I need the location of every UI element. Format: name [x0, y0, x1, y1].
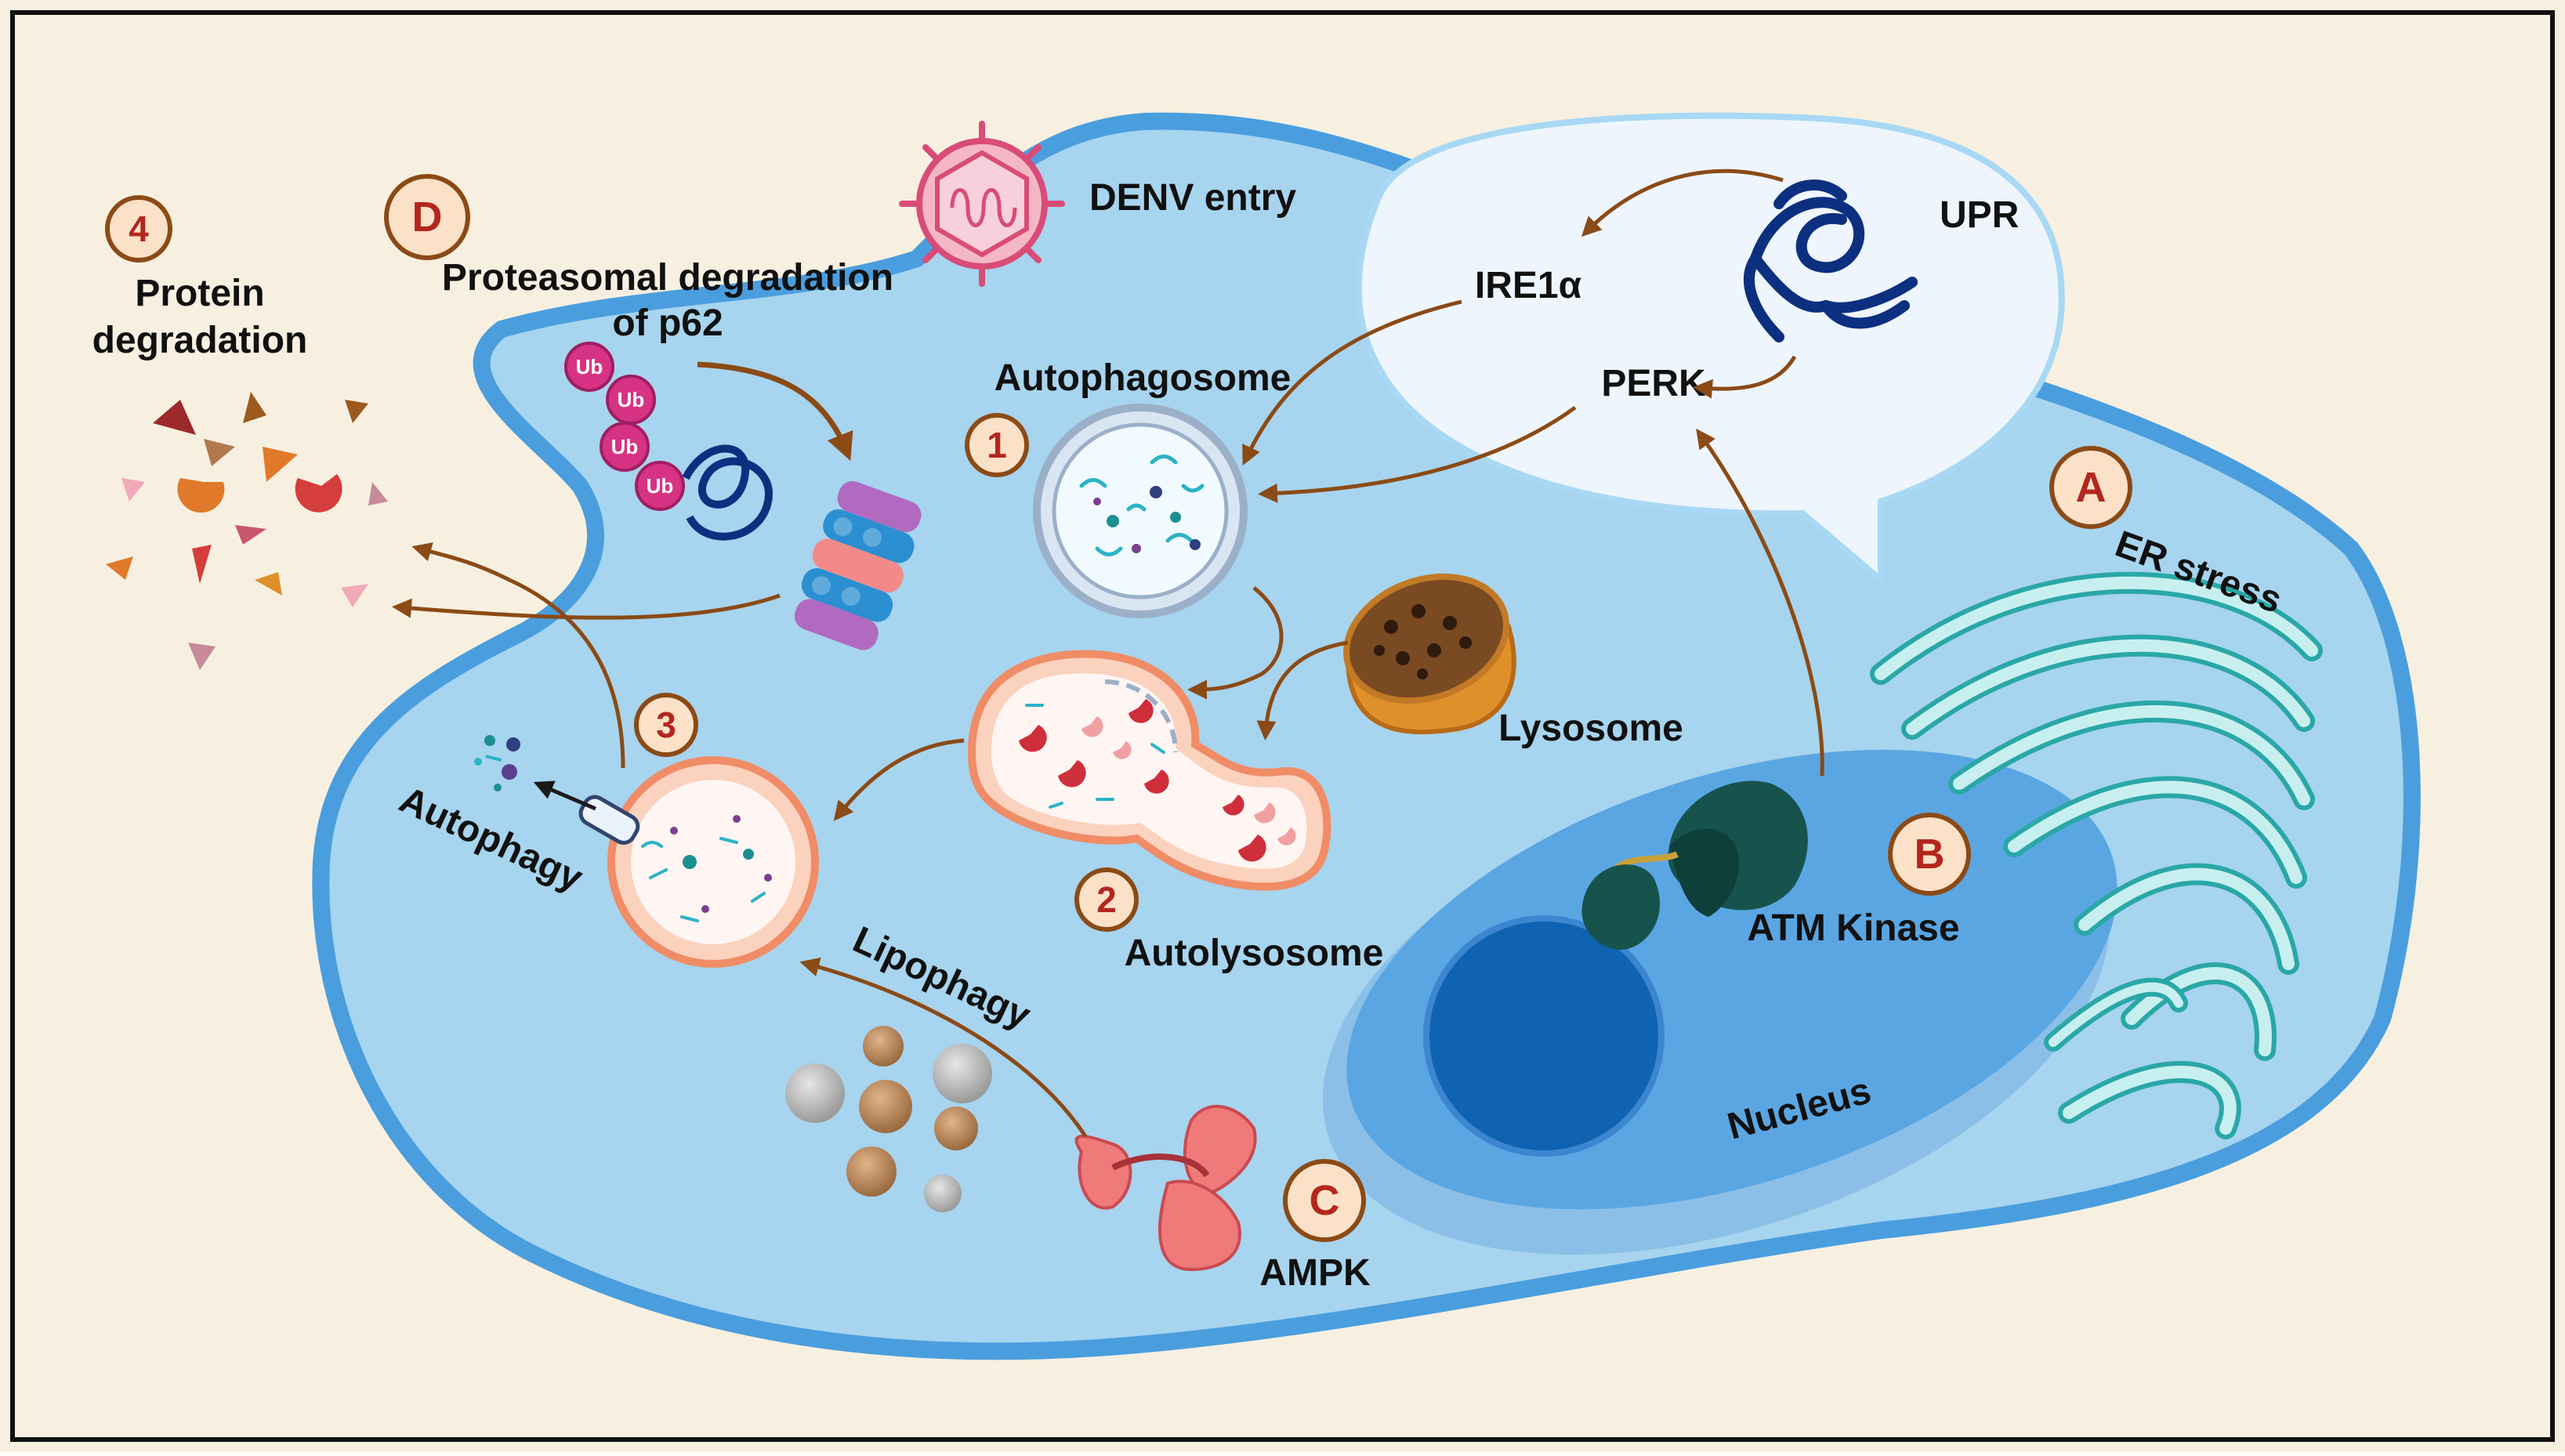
lipid-droplets [785, 1026, 992, 1212]
upr-label: UPR [1940, 194, 2019, 236]
svg-text:B: B [1915, 831, 1945, 878]
svg-text:2: 2 [1096, 879, 1117, 920]
nucleolus [1423, 915, 1665, 1157]
svg-text:1: 1 [987, 425, 1007, 465]
perk-label: PERK [1601, 363, 1706, 404]
released-molecules [474, 735, 520, 791]
denv-virus-icon [899, 121, 1065, 287]
pathway-arrows [392, 168, 1824, 1138]
badge-a: A [2049, 446, 2132, 529]
proteasomal-label-line1: Proteasomal degradation [442, 257, 893, 299]
ub-label-1: Ub [576, 355, 603, 378]
ampk-label: AMPK [1259, 1252, 1371, 1294]
badge-d: D [384, 174, 470, 260]
lysosome [1343, 573, 1516, 735]
badge-b: B [1888, 813, 1971, 896]
svg-text:3: 3 [656, 704, 676, 745]
badge-c: C [1283, 1159, 1366, 1242]
p62-protein [682, 444, 773, 541]
proteasome [794, 481, 922, 650]
badge-4: 4 [105, 195, 172, 263]
atm-kinase-label: ATM Kinase [1747, 907, 1959, 949]
export-arrow [533, 781, 596, 811]
ub-label-4: Ub [647, 474, 674, 498]
figure-frame [10, 10, 2555, 1442]
upr-bubble [1355, 112, 2065, 587]
ampk-protein [1074, 1105, 1257, 1272]
badge-3: 3 [634, 693, 698, 757]
protein-degradation-line1: Protein [135, 273, 264, 314]
protein-fragments [106, 392, 388, 670]
autolysosome [967, 650, 1331, 891]
endoplasmic-reticulum [1870, 571, 2323, 1139]
ubiquitin-chain: Ub Ub Ub Ub [564, 342, 685, 511]
denv-entry-label: DENV entry [1089, 177, 1296, 219]
ub-label-3: Ub [611, 435, 639, 458]
autolysosome-label: Autolysosome [1125, 933, 1384, 974]
autophagy-vesicle [607, 756, 819, 968]
svg-text:D: D [412, 194, 443, 241]
lysosome-label: Lysosome [1498, 708, 1683, 749]
badge-1: 1 [965, 413, 1029, 477]
protein-degradation-line2: degradation [92, 320, 308, 361]
autophagosome [1033, 404, 1248, 618]
autophagosome-label: Autophagosome [994, 357, 1292, 399]
atm-kinase-protein [1581, 781, 1808, 950]
badge-2: 2 [1074, 867, 1139, 932]
svg-text:A: A [2076, 464, 2107, 511]
svg-text:C: C [1310, 1177, 1340, 1224]
upr-protein [1744, 179, 1918, 342]
proteasomal-label-line2: of p62 [612, 302, 723, 344]
svg-text:4: 4 [129, 208, 149, 249]
ub-label-2: Ub [618, 388, 645, 411]
ire1a-label: IRE1α [1475, 265, 1582, 306]
